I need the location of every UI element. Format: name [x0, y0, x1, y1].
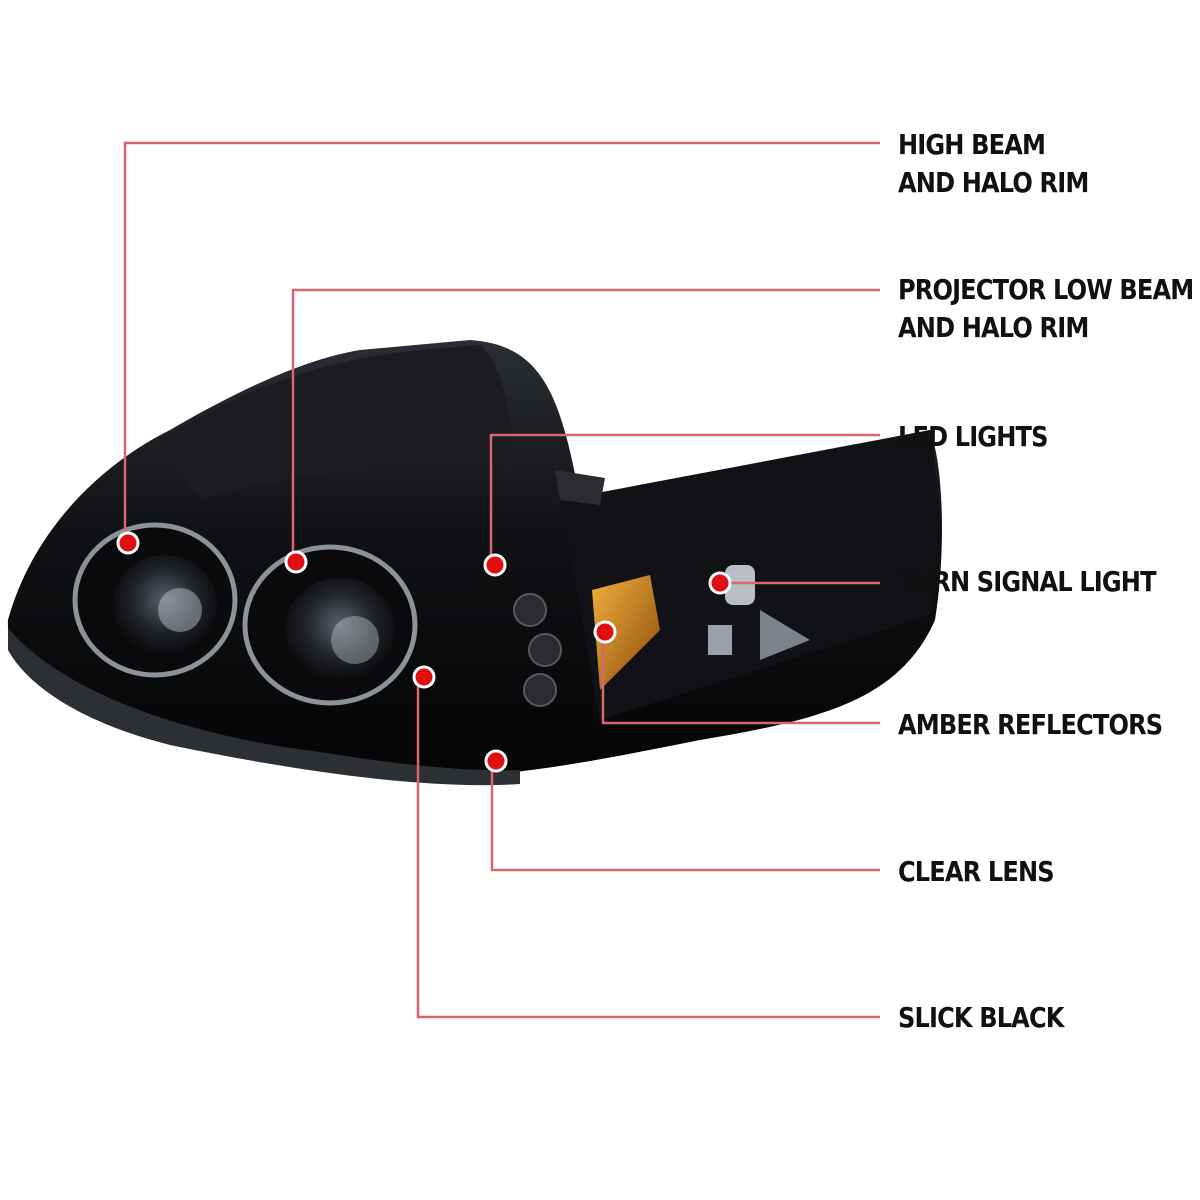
callout-markers	[116, 531, 732, 773]
label-high-beam-line2: AND HALO RIM	[898, 166, 1089, 199]
amber-reflector	[592, 575, 660, 690]
label-projector-line1: PROJECTOR LOW BEAM	[898, 273, 1194, 306]
leader-led	[489, 433, 880, 565]
marker-high-beam	[116, 531, 140, 555]
label-projector-line2: AND HALO RIM	[898, 311, 1089, 344]
bracket	[555, 470, 605, 505]
label-slick-line1: SLICK BLACK	[898, 1001, 1064, 1034]
label-high-beam-line1: HIGH BEAM	[898, 128, 1046, 161]
label-slick-black: SLICK BLACK	[898, 999, 1064, 1037]
upper-ridge	[160, 345, 515, 500]
label-amber-line1: AMBER REFLECTORS	[898, 708, 1163, 741]
leader-slick-black	[416, 677, 880, 1019]
high-beam-projector	[72, 522, 238, 678]
marker-low-beam	[284, 550, 308, 574]
marker-amber	[593, 620, 617, 644]
label-turn-signal: TURN SIGNAL LIGHT	[898, 563, 1157, 601]
leader-clear-lens	[490, 761, 880, 872]
low-beam-projector	[242, 544, 418, 706]
label-turn-line1: TURN SIGNAL LIGHT	[898, 565, 1157, 598]
marker-clear-lens	[484, 749, 508, 773]
label-clear-lens: CLEAR LENS	[898, 853, 1055, 891]
leader-high-beam	[123, 141, 880, 543]
label-clear-line1: CLEAR LENS	[898, 855, 1055, 888]
label-amber-reflectors: AMBER REFLECTORS	[898, 706, 1163, 744]
marker-led	[483, 553, 507, 577]
leader-amber	[601, 634, 880, 725]
label-led-line1: LED LIGHTS	[898, 420, 1048, 453]
leader-low-beam	[291, 288, 880, 562]
label-high-beam: HIGH BEAM AND HALO RIM	[898, 126, 1089, 202]
turn-signal-chrome	[708, 565, 810, 660]
label-led-lights: LED LIGHTS	[898, 418, 1048, 456]
marker-slick-black	[412, 665, 436, 689]
marker-turn	[708, 571, 732, 595]
label-projector-low-beam: PROJECTOR LOW BEAM AND HALO RIM	[898, 271, 1194, 347]
lower-trim	[8, 628, 520, 786]
led-pods	[513, 593, 562, 707]
leader-lines	[123, 141, 880, 1019]
